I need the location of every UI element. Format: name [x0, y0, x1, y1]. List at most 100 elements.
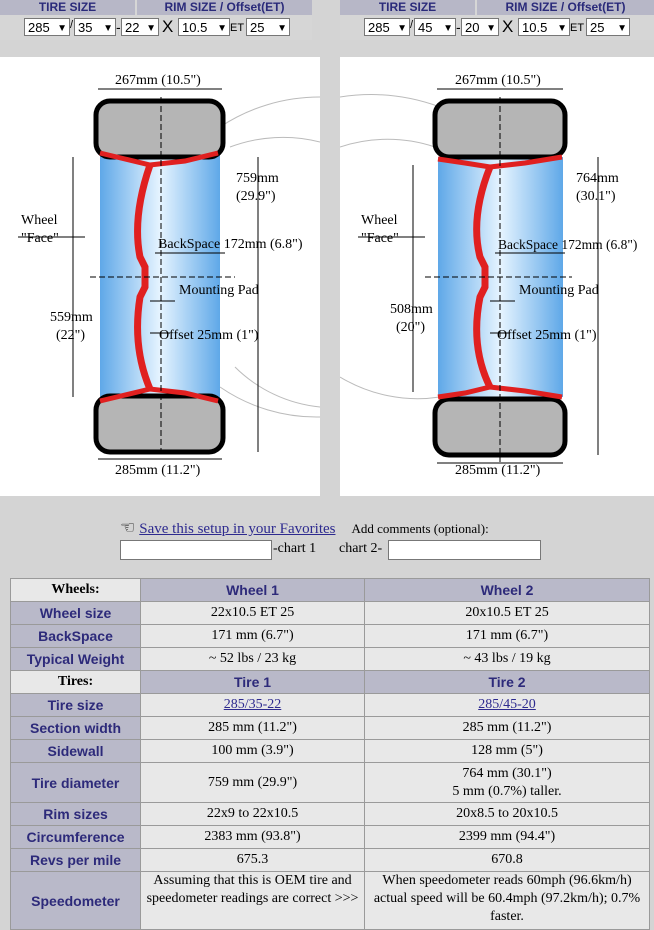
table-row: Revs per mile 675.3 670.8: [10, 848, 650, 872]
tires-title: Tires:: [10, 670, 141, 694]
tire1-size-link[interactable]: 285/35-22: [223, 697, 282, 712]
tire-size-header: TIRE SIZE: [340, 0, 475, 15]
table-row: Speedometer Assuming that this is OEM ti…: [10, 871, 650, 930]
chevron-down-icon: ▼: [397, 23, 407, 34]
tire2-diameter-diff: 5 mm (0.7%) taller.: [452, 783, 562, 799]
rim-diameter-select[interactable]: 20▼: [461, 18, 499, 36]
backspace-label: BackSpace 172mm (6.8"): [498, 237, 638, 252]
tire-width-select[interactable]: 285▼: [364, 18, 410, 36]
wheel-label: Wheel: [21, 213, 58, 228]
row-label: Sidewall: [10, 739, 141, 763]
setup2-fields: 285▼ / 45▼ - 20▼ X 10.5▼ ET 25▼: [340, 17, 654, 38]
table-row: Wheel size 22x10.5 ET 25 20x10.5 ET 25: [10, 601, 650, 625]
wheel2-header: Wheel 2: [364, 578, 650, 602]
face-label: "Face": [361, 231, 399, 246]
table-row: Circumference 2383 mm (93.8") 2399 mm (9…: [10, 825, 650, 849]
save-favorites-row: ☜ Save this setup in your Favorites Add …: [120, 518, 489, 538]
table-row: Tire size 285/35-22 285/45-20: [10, 693, 650, 717]
row-label: Section width: [10, 716, 141, 740]
wheel2-weight: ~ 43 lbs / 19 kg: [364, 647, 650, 671]
tire1-speedometer: Assuming that this is OEM tire and speed…: [139, 871, 366, 930]
offset-select[interactable]: 25▼: [246, 18, 290, 36]
chevron-down-icon: ▼: [443, 23, 453, 34]
tire-aspect-select[interactable]: 35▼: [74, 18, 116, 36]
tire2-speedometer: When speedometer reads 60mph (96.6km/h) …: [364, 871, 650, 930]
rim-diameter-label: 559mm: [50, 310, 93, 325]
tire-diagram-2: 267mm (10.5") 764mm (30.1") Wheel "Face"…: [340, 57, 654, 496]
tire-diameter-inches: (29.9"): [236, 189, 276, 204]
row-label: Wheel size: [10, 601, 141, 625]
table-row: Tire diameter 759 mm (29.9") 764 mm (30.…: [10, 762, 650, 803]
tire-aspect-select[interactable]: 45▼: [414, 18, 456, 36]
row-label: Circumference: [10, 825, 141, 849]
row-label: Rim sizes: [10, 802, 141, 826]
tire-cross-section-2: [340, 88, 599, 464]
offset-label: Offset 25mm (1"): [159, 328, 259, 343]
rim-width-select[interactable]: 10.5▼: [518, 18, 570, 36]
tire2-diameter-value: 764 mm (30.1"): [462, 765, 552, 781]
pointing-hand-icon: ☜: [120, 518, 136, 537]
mounting-pad-label: Mounting Pad: [179, 283, 259, 298]
tire2-rim-sizes: 20x8.5 to 20x10.5: [364, 802, 650, 826]
tire2-diameter: 764 mm (30.1") 5 mm (0.7%) taller.: [364, 762, 650, 803]
table-row: Section width 285 mm (11.2") 285 mm (11.…: [10, 716, 650, 740]
row-label: BackSpace: [10, 624, 141, 648]
table-row: Rim sizes 22x9 to 22x10.5 20x8.5 to 20x1…: [10, 802, 650, 826]
tire-diameter-label: 764mm: [576, 171, 619, 186]
tire2-header: Tire 2: [364, 670, 650, 694]
rim-width-select[interactable]: 10.5▼: [178, 18, 230, 36]
rim-size-header: RIM SIZE / Offset(ET): [477, 0, 654, 15]
table-row: Sidewall 100 mm (3.9") 128 mm (5"): [10, 739, 650, 763]
rim-diameter-select[interactable]: 22▼: [121, 18, 159, 36]
chart1-label: -chart 1: [273, 541, 317, 556]
bottom-width-label: 285mm (11.2"): [455, 463, 541, 478]
tire1-sidewall: 100 mm (3.9"): [139, 739, 366, 763]
tire-width-select[interactable]: 285▼: [24, 18, 70, 36]
tire-diameter-inches: (30.1"): [576, 189, 616, 204]
tires-header-row: Tires: Tire 1 Tire 2: [10, 670, 650, 694]
tire1-rim-sizes: 22x9 to 22x10.5: [139, 802, 366, 826]
bottom-width-label: 285mm (11.2"): [115, 463, 201, 478]
rim-diameter-inches: (20"): [396, 320, 426, 335]
row-label: Tire size: [10, 693, 141, 717]
tire1-section: 285 mm (11.2"): [139, 716, 366, 740]
setup2-selector: TIRE SIZE RIM SIZE / Offset(ET) 285▼ / 4…: [340, 0, 654, 40]
setup1-fields: 285▼ / 35▼ - 22▼ X 10.5▼ ET 25▼: [0, 17, 312, 38]
tire2-section: 285 mm (11.2"): [364, 716, 650, 740]
wheel1-weight: ~ 52 lbs / 23 kg: [139, 647, 366, 671]
wheel1-header: Wheel 1: [139, 578, 366, 602]
chart1-comment-input[interactable]: [120, 540, 272, 560]
setup1-selector: TIRE SIZE RIM SIZE / Offset(ET) 285▼ / 3…: [0, 0, 312, 40]
chevron-down-icon: ▼: [146, 23, 156, 34]
chevron-down-icon: ▼: [277, 23, 287, 34]
tire2-size-link[interactable]: 285/45-20: [478, 697, 536, 712]
tire2-sidewall: 128 mm (5"): [364, 739, 650, 763]
tire-cross-section-1: [18, 88, 320, 460]
comments-label: Add comments (optional):: [351, 521, 489, 536]
chevron-down-icon: ▼: [557, 23, 567, 34]
top-width-label: 267mm (10.5"): [455, 73, 541, 88]
rim-size-header: RIM SIZE / Offset(ET): [137, 0, 312, 15]
row-label: Revs per mile: [10, 848, 141, 872]
row-label: Speedometer: [10, 871, 141, 930]
tire1-diameter: 759 mm (29.9"): [139, 762, 366, 803]
rim-diameter-label: 508mm: [390, 302, 433, 317]
offset-select[interactable]: 25▼: [586, 18, 630, 36]
row-label: Typical Weight: [10, 647, 141, 671]
tire2-revs: 670.8: [364, 848, 650, 872]
chart2-comment-input[interactable]: [388, 540, 541, 560]
chevron-down-icon: ▼: [486, 23, 496, 34]
wheels-title: Wheels:: [10, 578, 141, 602]
chevron-down-icon: ▼: [617, 23, 627, 34]
mounting-pad-label: Mounting Pad: [519, 283, 599, 298]
face-label: "Face": [21, 231, 59, 246]
rim-diameter-inches: (22"): [56, 328, 86, 343]
chevron-down-icon: ▼: [57, 23, 67, 34]
offset-label: Offset 25mm (1"): [497, 328, 597, 343]
tire1-circumference: 2383 mm (93.8"): [139, 825, 366, 849]
wheel2-backspace: 171 mm (6.7"): [364, 624, 650, 648]
top-width-label: 267mm (10.5"): [115, 73, 201, 88]
chevron-down-icon: ▼: [217, 23, 227, 34]
save-favorites-link[interactable]: Save this setup in your Favorites: [139, 521, 336, 537]
wheel2-size: 20x10.5 ET 25: [364, 601, 650, 625]
